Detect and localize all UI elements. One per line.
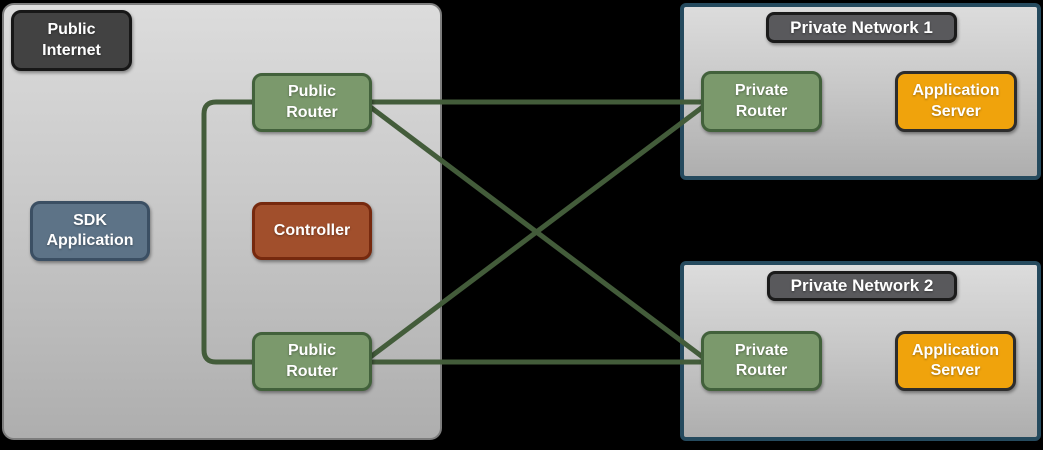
application-server-2-node: Application Server	[895, 331, 1016, 391]
controller-node: Controller	[252, 202, 372, 260]
application-server-2-label: Application Server	[911, 341, 1000, 379]
public-router-bottom-label: Public Router	[286, 342, 338, 380]
private-router-2-node: Private Router	[701, 331, 822, 391]
private-router-1-node: Private Router	[701, 71, 822, 132]
controller-label: Controller	[273, 221, 351, 239]
public-router-bottom-node: Public Router	[252, 332, 372, 391]
private-network-2-tag-text: Private Network 2	[790, 276, 934, 295]
private-network-2-tag: Private Network 2	[767, 271, 957, 301]
application-server-1-node: Application Server	[895, 71, 1017, 132]
public-internet-label-text: Public Internet	[42, 21, 101, 59]
public-internet-label: Public Internet	[11, 10, 132, 71]
sdk-application-label: SDK Application	[46, 211, 134, 249]
sdk-application-node: SDK Application	[30, 201, 150, 261]
public-router-top-node: Public Router	[252, 73, 372, 132]
private-network-1-tag-text: Private Network 1	[790, 17, 933, 37]
private-router-2-label: Private Router	[734, 341, 789, 379]
private-network-1-tag: Private Network 1	[766, 12, 957, 43]
application-server-1-label: Application Server	[912, 82, 1000, 120]
private-router-1-label: Private Router	[734, 82, 789, 120]
public-router-top-label: Public Router	[286, 83, 338, 121]
